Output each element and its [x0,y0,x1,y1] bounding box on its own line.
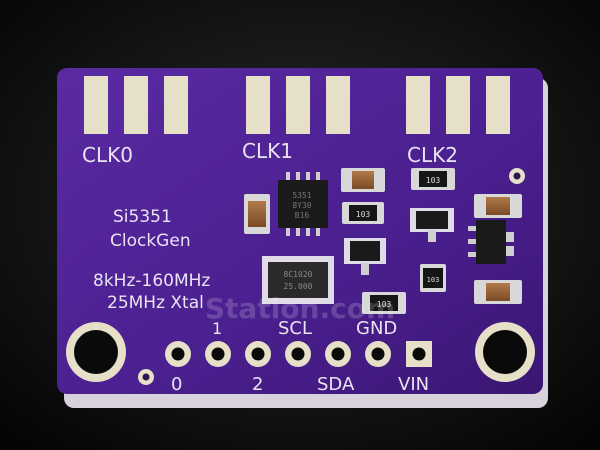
header-pins [165,341,432,367]
si5351-chip: 5351 8Y30 B16 [278,172,328,236]
resistor-4: 103 [362,292,406,314]
chip-marking-2: 8Y30 [292,201,311,210]
crystal-label: 25MHz Xtal [107,293,204,313]
resistor-2: 103 [342,202,384,224]
resistor-1: 103 [411,168,455,190]
chip-marking-1: 5351 [292,191,311,200]
clk1-label: CLK1 [242,139,293,163]
mounting-hole-right [475,322,535,382]
capacitor-top-middle [341,168,385,192]
resistor-2-code: 103 [356,210,371,219]
resistor-1-code: 103 [426,176,441,185]
transistor-2 [344,238,386,275]
capacitor-right-bottom [474,280,522,304]
pin-label-vin: VIN [398,374,429,395]
resistor-3: 103 [420,264,446,292]
pin-label-2: 2 [252,374,263,395]
clockgen-label: ClockGen [110,231,191,251]
transistor-1 [410,208,454,242]
clk2-label: CLK2 [407,143,458,167]
pin-label-gnd: GND [356,318,397,339]
mounting-hole-left [66,322,126,382]
crystal-marking-1: 8C1020 [284,270,313,279]
clk2-pads [406,76,510,134]
pin-label-1: 1 [212,319,222,338]
chip-name-label: Si5351 [113,207,172,227]
clk1-pads [246,76,350,134]
crystal-25mhz: 8C1020 25.000 [262,256,334,304]
clk0-label: CLK0 [82,143,133,167]
frequency-range-label: 8kHz-160MHz [93,271,210,291]
pin-label-scl: SCL [278,318,312,339]
crystal-marking-2: 25.000 [284,282,313,291]
clk0-pads [84,76,188,134]
capacitor-right-top [474,194,522,218]
resistor-3-code: 103 [427,276,440,284]
watermark-text: Station.com [205,292,395,325]
capacitor-left [244,194,270,234]
chip-marking-3: B16 [295,211,310,220]
voltage-regulator [468,220,514,264]
pin-label-sda: SDA [317,374,355,395]
resistor-4-code: 103 [377,300,392,309]
pin-label-0: 0 [171,374,182,395]
